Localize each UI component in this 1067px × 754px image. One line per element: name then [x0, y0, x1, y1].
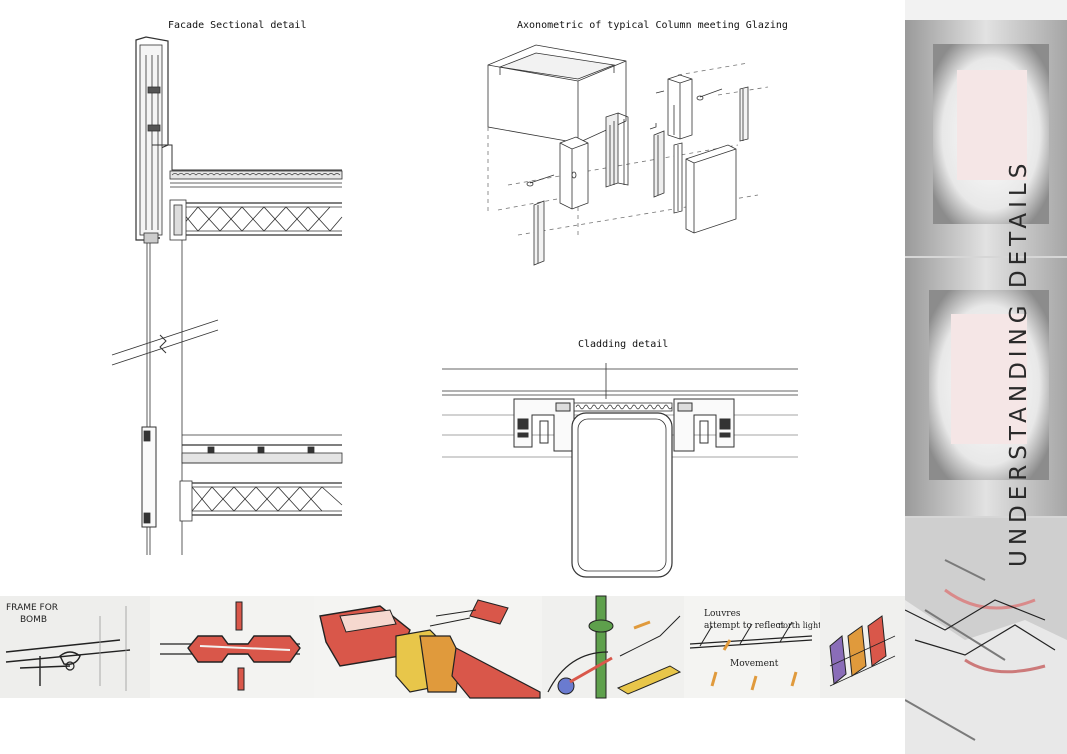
- sidebar-photo-collage: [905, 0, 1067, 754]
- sketch-note-bomb: BOMB: [20, 615, 47, 625]
- axonometric-drawing: [487, 44, 769, 266]
- sketch-panel-louvres: Louvres attempt to reflect north light M…: [684, 596, 822, 698]
- sketch-note-louvres: Louvres: [704, 609, 741, 619]
- sketch-panel-joint: [150, 596, 314, 698]
- facade-section-drawing: [111, 36, 343, 555]
- title-sidebar: [905, 0, 1067, 754]
- sketch-strip: FRAME FOR BOMB Louvres attempt t: [0, 595, 905, 699]
- sketch-panel-connection: [542, 595, 684, 699]
- sketch-panel-node: [314, 596, 542, 699]
- sketch-note-movement: Movement: [730, 659, 779, 669]
- axonometric-caption: Axonometric of typical Column meeting Gl…: [517, 20, 788, 31]
- sketch-note-frame: FRAME FOR: [6, 603, 58, 613]
- facade-section-caption: Facade Sectional detail: [168, 20, 307, 31]
- cladding-detail-caption: Cladding detail: [578, 339, 669, 350]
- understanding-details-title: UNDERSTANDING DETAILS: [1006, 158, 1032, 567]
- sketch-note-attempt: attempt to reflect: [704, 621, 785, 631]
- sketch-note-north: north light: [778, 621, 822, 630]
- cladding-detail-drawing: [442, 363, 798, 578]
- sketch-panel-fins: [820, 596, 905, 698]
- sketch-panel-frame: FRAME FOR BOMB: [0, 596, 150, 698]
